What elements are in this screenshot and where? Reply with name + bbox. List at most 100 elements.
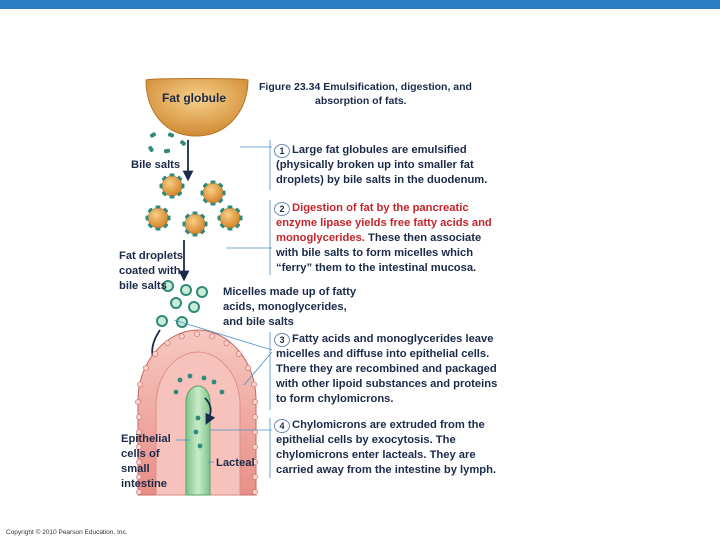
step-line: carried away from the intestine by lymph… — [276, 464, 497, 476]
figure-title-line2: absorption of fats. — [315, 95, 407, 107]
micelle — [170, 297, 182, 309]
chylomicron — [193, 429, 199, 435]
chylomicron — [197, 443, 203, 449]
fat-droplet — [159, 173, 185, 199]
fat-droplet — [200, 180, 226, 206]
microvillus — [136, 489, 142, 495]
step-4: 4 Chylomicrons are extruded from the epi… — [274, 418, 526, 478]
step-line: epithelial cells by exocytosis. The — [276, 434, 456, 446]
lacteal-shape — [185, 385, 211, 496]
top-accent-bar — [0, 0, 720, 9]
micelles-line: Micelles made up of fatty — [223, 286, 357, 298]
villus-group — [135, 329, 258, 496]
copyright-notice: Copyright © 2010 Pearson Education, Inc. — [6, 529, 128, 536]
lacteal-label: Lacteal — [216, 457, 255, 469]
microvilli-border — [135, 331, 258, 495]
leader-lines — [173, 146, 273, 463]
step-number-badge: 4 — [274, 419, 290, 433]
fat-droplets-group — [145, 173, 243, 237]
chylomicron — [201, 375, 207, 381]
microvillus — [164, 340, 171, 347]
microvillus — [135, 399, 141, 405]
step-line: with bile salts to form micelles which — [276, 247, 474, 259]
fat-droplet — [182, 211, 208, 237]
micelle — [180, 284, 192, 296]
microvillus — [251, 381, 257, 388]
fat-droplets-line: coated with — [119, 265, 181, 277]
microvillus — [245, 365, 251, 371]
step-line-highlight: enzyme lipase yields free fatty acids an… — [276, 217, 492, 229]
step-line: to form chylomicrons. — [276, 393, 394, 405]
fat-globule-label: Fat globule — [162, 91, 226, 105]
step-line-highlight: Digestion of fat by the pancreatic — [292, 202, 469, 214]
microvillus — [143, 365, 149, 371]
microvillus — [136, 459, 142, 465]
microvillus — [136, 444, 142, 450]
figure-title-line1: Figure 23.34 Emulsification, digestion, … — [259, 81, 472, 93]
step-line: with other lipoid substances and protein… — [276, 378, 498, 390]
microvillus — [136, 414, 142, 420]
micelle — [156, 315, 168, 327]
micelle — [188, 301, 200, 313]
micelle — [162, 280, 174, 292]
step-line: There they are recombined and packaged — [276, 363, 497, 375]
fat-droplet — [145, 205, 171, 231]
fat-droplets-line: bile salts — [119, 280, 167, 292]
step-2: 2 Digestion of fat by the pancreatic enz… — [274, 201, 526, 276]
step-line: (physically broken up into smaller fat — [276, 159, 474, 171]
step-number-badge: 3 — [274, 333, 290, 347]
chylomicron — [211, 379, 217, 385]
fat-droplet — [217, 205, 243, 231]
bile-salts-label: Bile salts — [131, 159, 181, 171]
microvillus — [137, 381, 143, 388]
micelles-line: and bile salts — [223, 316, 294, 328]
step-line: Fatty acids and monoglycerides leave — [292, 333, 494, 345]
micelles-group — [156, 280, 208, 328]
step-1: 1 Large fat globules are emulsified (phy… — [274, 143, 526, 188]
chylomicron — [173, 389, 179, 395]
epithelial-line: intestine — [121, 478, 168, 490]
microvillus — [223, 340, 230, 347]
chylomicrons-group — [173, 373, 225, 449]
microvillus — [136, 474, 142, 480]
chylomicron — [187, 373, 193, 379]
step-line: Large fat globules are emulsified — [292, 144, 467, 156]
chylomicron — [195, 415, 201, 421]
microvillus — [252, 444, 258, 450]
chylomicron — [177, 377, 183, 383]
epithelial-label: Epithelial cells of small intestine — [121, 432, 171, 492]
microvillus — [152, 351, 159, 357]
figure-title: Figure 23.34 Emulsification, digestion, … — [259, 80, 499, 108]
micelle — [176, 316, 188, 328]
microvillus — [209, 333, 216, 340]
chylomicron — [219, 389, 225, 395]
epithelial-line: small — [121, 463, 150, 475]
micelles-line: acids, monoglycerides, — [223, 301, 347, 313]
microvillus — [235, 351, 242, 357]
arrow-4 — [204, 397, 216, 425]
microvillus — [194, 331, 200, 337]
epithelial-line: cells of — [121, 448, 160, 460]
microvillus — [252, 474, 258, 480]
step-line-highlight: monoglycerides. — [276, 232, 365, 244]
step-line: These then associate — [364, 232, 482, 244]
step-line: Chylomicrons are extruded from the — [292, 419, 485, 431]
step-number-badge: 1 — [274, 144, 290, 158]
step-line: “ferry” them to the intestinal mucosa. — [276, 262, 477, 274]
step-line: chylomicrons enter lacteals. They are — [276, 449, 476, 461]
step-line: droplets) by bile salts in the duodenum. — [276, 174, 488, 186]
microvillus — [252, 429, 258, 435]
micelles-label: Micelles made up of fatty acids, monogly… — [223, 285, 356, 330]
microvillus — [178, 333, 185, 340]
microvillus — [252, 489, 258, 495]
bile-salts-group — [148, 132, 186, 154]
microvillus — [252, 414, 258, 420]
step-number-badge: 2 — [274, 202, 290, 216]
fat-droplets-label: Fat droplets coated with bile salts — [119, 249, 183, 294]
microvillus — [136, 429, 142, 435]
step-3: 3 Fatty acids and monoglycerides leave m… — [274, 332, 526, 407]
fat-droplets-line: Fat droplets — [119, 250, 184, 262]
microvillus — [252, 399, 258, 405]
step-line: micelles and diffuse into epithelial cel… — [276, 348, 490, 360]
